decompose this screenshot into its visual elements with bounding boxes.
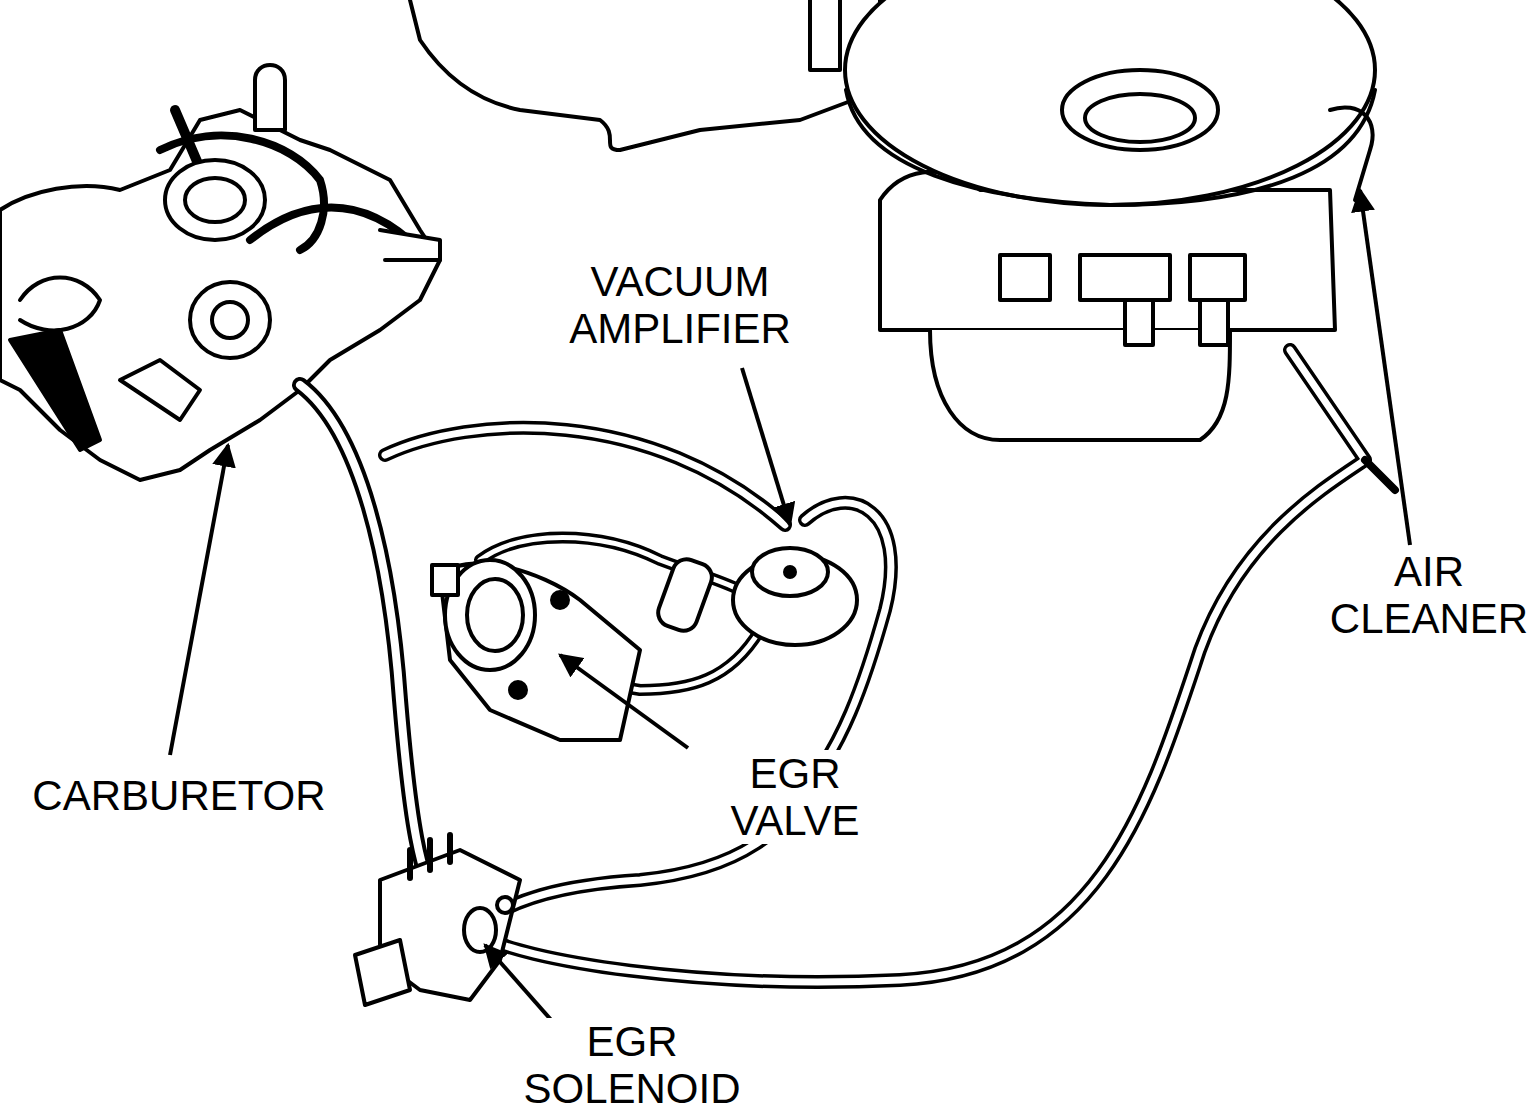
leader-line bbox=[170, 445, 228, 755]
part-label: AIR CLEANER bbox=[1326, 548, 1532, 642]
part-label: CARBURETOR bbox=[6, 772, 352, 819]
leader-line bbox=[742, 368, 790, 525]
leader-line bbox=[560, 655, 688, 748]
bracket bbox=[410, 0, 880, 150]
leader-line bbox=[1360, 190, 1410, 545]
carburetor-body bbox=[0, 110, 440, 480]
air-cleaner-lid bbox=[845, 0, 1375, 205]
part-label: EGR VALVE bbox=[687, 750, 903, 844]
part-label: VACUUM AMPLIFIER bbox=[532, 258, 828, 352]
part-label: EGR SOLENOID bbox=[499, 1018, 765, 1112]
